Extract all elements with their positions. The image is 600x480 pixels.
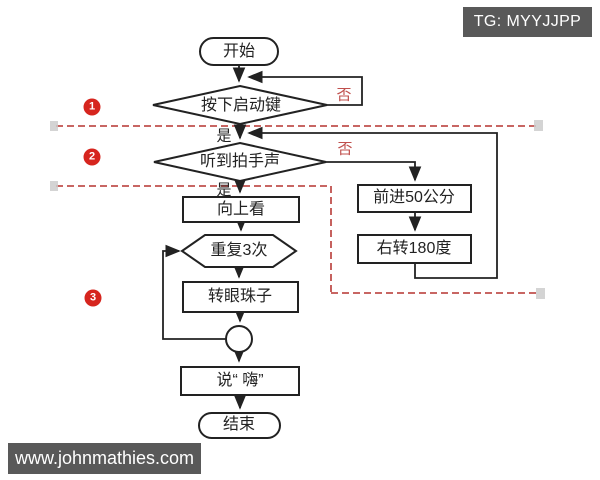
rolleyes-node <box>182 281 299 313</box>
decision2-node <box>153 141 327 183</box>
start-node <box>199 37 279 66</box>
connector-turn-loop-back <box>247 126 498 279</box>
watermark-bottom-left: www.johnmathies.com <box>8 443 201 474</box>
lookup-label: 向上看 <box>216 201 266 218</box>
decision1-node <box>152 84 328 126</box>
rolleyes-label: 转眼珠子 <box>207 288 273 305</box>
dash-endcap-right-1 <box>534 120 543 131</box>
connector-no1-loop <box>247 70 363 106</box>
end-label: 结束 <box>222 416 256 433</box>
sayhi-node <box>180 366 300 396</box>
turn-label: 右转180度 <box>376 240 452 257</box>
decision1-label: 按下启动键 <box>200 97 282 114</box>
yes1-label: 是 <box>216 127 232 145</box>
start-label: 开始 <box>222 43 256 60</box>
dash-endcap-right-2 <box>536 288 545 299</box>
badge-3: 3 <box>84 289 102 307</box>
lookup-node <box>182 196 300 223</box>
repeat-node <box>180 234 298 268</box>
dash-endcap-left-1 <box>50 121 58 131</box>
connector-no2-to-forward <box>326 161 422 182</box>
yes2-label: 是 <box>216 181 232 199</box>
no2-label: 否 <box>337 140 353 158</box>
dash-endcap-left-2 <box>50 181 58 191</box>
forward-label: 前进50公分 <box>373 189 455 206</box>
forward-node <box>357 184 472 213</box>
junction-circle <box>225 325 253 353</box>
no1-label: 否 <box>336 86 352 104</box>
decision2-label: 听到拍手声 <box>199 153 281 170</box>
badge-2: 2 <box>83 148 101 166</box>
repeat-label: 重复3次 <box>210 242 268 259</box>
connector-repeat-loop <box>162 244 226 340</box>
end-node <box>198 412 281 439</box>
watermark-top-right: TG: MYYJJPP <box>463 7 592 37</box>
sayhi-label: 说“ 嗨” <box>216 372 264 389</box>
turn-node <box>357 234 472 264</box>
badge-1: 1 <box>83 98 101 116</box>
